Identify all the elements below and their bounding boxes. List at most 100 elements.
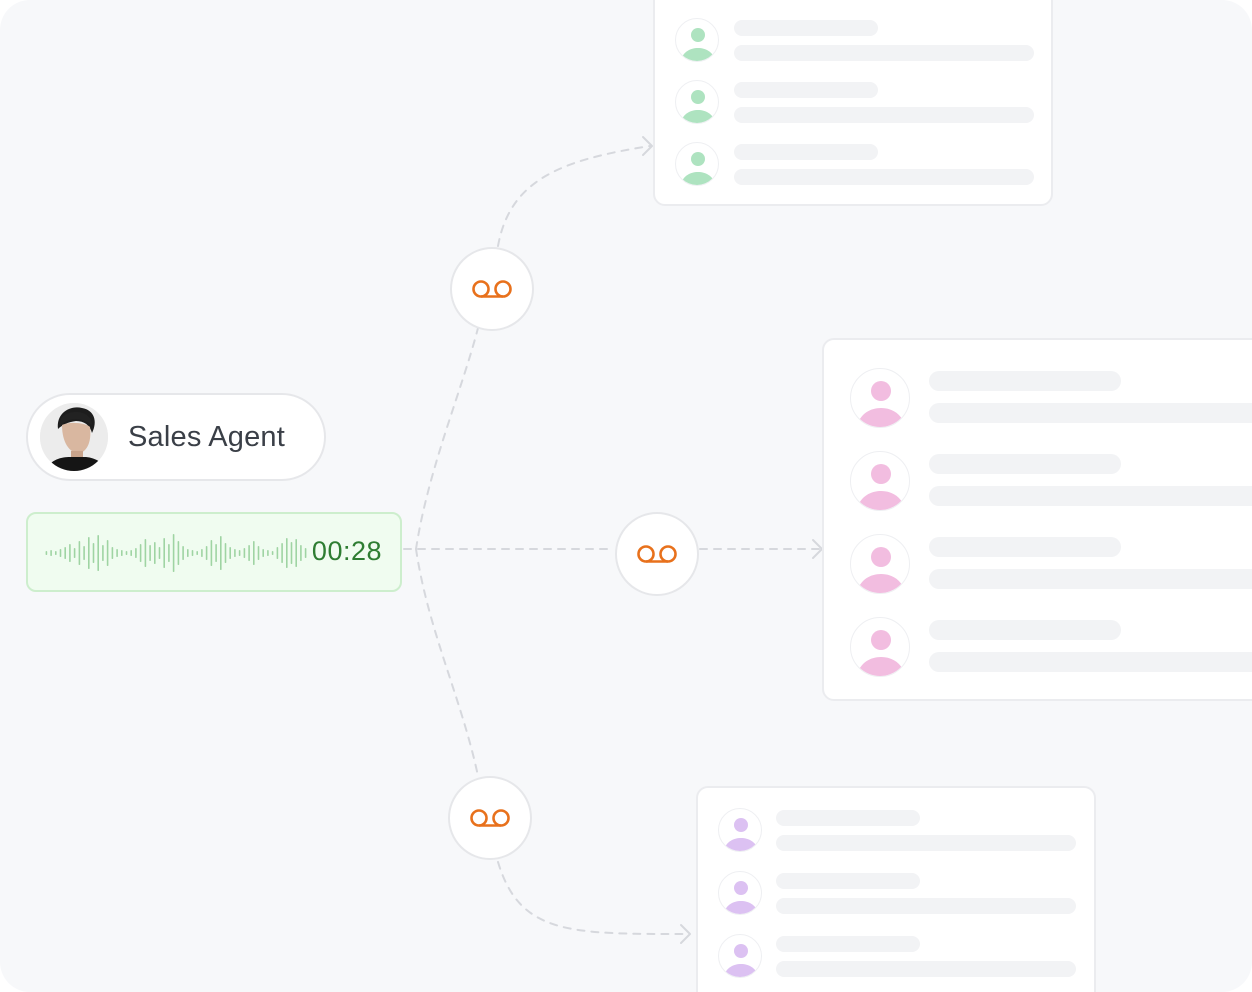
waveform-bar bbox=[73, 548, 76, 558]
placeholder-line bbox=[776, 873, 920, 889]
voicemail-icon bbox=[472, 280, 512, 298]
waveform-bar bbox=[50, 550, 52, 556]
waveform-bar bbox=[139, 544, 142, 562]
contact-row[interactable] bbox=[824, 451, 1252, 511]
waveform-bar bbox=[111, 547, 114, 559]
waveform-bar bbox=[83, 546, 85, 560]
placeholder-line bbox=[929, 620, 1121, 640]
waveform-bar bbox=[243, 548, 246, 558]
waveform-bar bbox=[154, 542, 156, 564]
contact-row[interactable] bbox=[824, 368, 1252, 428]
placeholder-line bbox=[734, 82, 878, 98]
waveform-bar bbox=[106, 540, 109, 566]
waveform-bar bbox=[229, 547, 231, 559]
waveform-bar bbox=[121, 550, 123, 556]
connector-to-bottom bbox=[415, 548, 479, 777]
voicemail-node-bottom[interactable] bbox=[448, 776, 532, 860]
waveform-bar bbox=[144, 539, 147, 567]
waveform-bar bbox=[271, 551, 274, 555]
user-icon bbox=[723, 881, 759, 914]
waveform-bar bbox=[257, 546, 260, 560]
placeholder-line bbox=[929, 537, 1121, 557]
user-icon bbox=[856, 630, 906, 676]
waveform-bar bbox=[158, 547, 161, 559]
waveform-bar bbox=[97, 535, 99, 571]
placeholder-line bbox=[734, 107, 1034, 123]
user-icon bbox=[856, 547, 906, 593]
waveform-bar bbox=[88, 537, 90, 569]
waveform-bar bbox=[55, 551, 57, 555]
waveform-bar bbox=[220, 536, 222, 570]
recording-duration: 00:28 bbox=[311, 536, 382, 566]
waveform-bar bbox=[168, 544, 170, 562]
waveform-bar bbox=[248, 545, 250, 561]
arrowhead-bottom bbox=[680, 924, 691, 944]
waveform-bar bbox=[286, 538, 288, 568]
user-icon bbox=[856, 464, 906, 510]
contact-avatar bbox=[718, 871, 762, 915]
placeholder-line bbox=[734, 144, 878, 160]
waveform-bar bbox=[102, 545, 104, 561]
contact-avatar bbox=[718, 808, 762, 852]
waveform-bar bbox=[69, 544, 71, 562]
contact-row[interactable] bbox=[655, 142, 1051, 190]
agent-avatar bbox=[40, 403, 108, 471]
contact-row[interactable] bbox=[698, 808, 1094, 856]
waveform-bar bbox=[92, 543, 95, 563]
waveform-bar bbox=[281, 543, 283, 563]
contact-row[interactable] bbox=[824, 617, 1252, 677]
contact-row[interactable] bbox=[698, 871, 1094, 919]
contact-row[interactable] bbox=[698, 934, 1094, 982]
placeholder-line bbox=[929, 371, 1121, 391]
waveform-bar bbox=[125, 551, 128, 555]
contact-row[interactable] bbox=[824, 534, 1252, 594]
user-icon bbox=[680, 152, 716, 185]
placeholder-line bbox=[734, 45, 1034, 61]
audio-waveform-icon bbox=[45, 534, 307, 572]
user-icon bbox=[723, 818, 759, 851]
waveform-bar bbox=[253, 541, 255, 565]
waveform-bar bbox=[45, 551, 48, 555]
waveform-bar bbox=[210, 540, 213, 566]
contact-card-top bbox=[653, 0, 1053, 206]
waveform-bar bbox=[276, 547, 279, 559]
waveform-bar bbox=[163, 538, 165, 568]
placeholder-line bbox=[776, 936, 920, 952]
waveform-bar bbox=[177, 541, 180, 565]
placeholder-line bbox=[734, 20, 878, 36]
waveform-bar bbox=[238, 550, 241, 556]
contact-avatar bbox=[675, 18, 719, 62]
contact-avatar bbox=[675, 80, 719, 124]
contact-row[interactable] bbox=[655, 18, 1051, 66]
user-icon bbox=[723, 944, 759, 977]
waveform-bar bbox=[116, 549, 118, 557]
waveform-bar bbox=[191, 550, 194, 556]
user-portrait-icon bbox=[40, 403, 108, 471]
waveform-bar bbox=[78, 541, 81, 565]
user-icon bbox=[856, 381, 906, 427]
voicemail-icon bbox=[470, 809, 510, 827]
connector-top-card bbox=[497, 145, 651, 247]
connector-to-top bbox=[415, 327, 479, 550]
placeholder-line bbox=[776, 810, 920, 826]
voicemail-node-middle[interactable] bbox=[615, 512, 699, 596]
placeholder-line bbox=[776, 835, 1076, 851]
placeholder-line bbox=[929, 486, 1252, 506]
waveform-bar bbox=[205, 546, 208, 560]
contact-avatar bbox=[850, 617, 910, 677]
waveform-bar bbox=[64, 547, 66, 559]
contact-card-middle bbox=[822, 338, 1252, 701]
placeholder-line bbox=[734, 169, 1034, 185]
agent-chip[interactable]: Sales Agent bbox=[26, 393, 326, 481]
placeholder-line bbox=[776, 961, 1076, 977]
recording-player[interactable]: 00:28 bbox=[26, 512, 402, 592]
voicemail-node-top[interactable] bbox=[450, 247, 534, 331]
user-icon bbox=[680, 90, 716, 123]
waveform-bar bbox=[196, 551, 198, 555]
waveform-bar bbox=[224, 543, 227, 563]
waveform-bar bbox=[187, 549, 189, 557]
contact-row[interactable] bbox=[655, 80, 1051, 128]
contact-avatar bbox=[675, 142, 719, 186]
connector-bottom-card bbox=[497, 861, 689, 936]
